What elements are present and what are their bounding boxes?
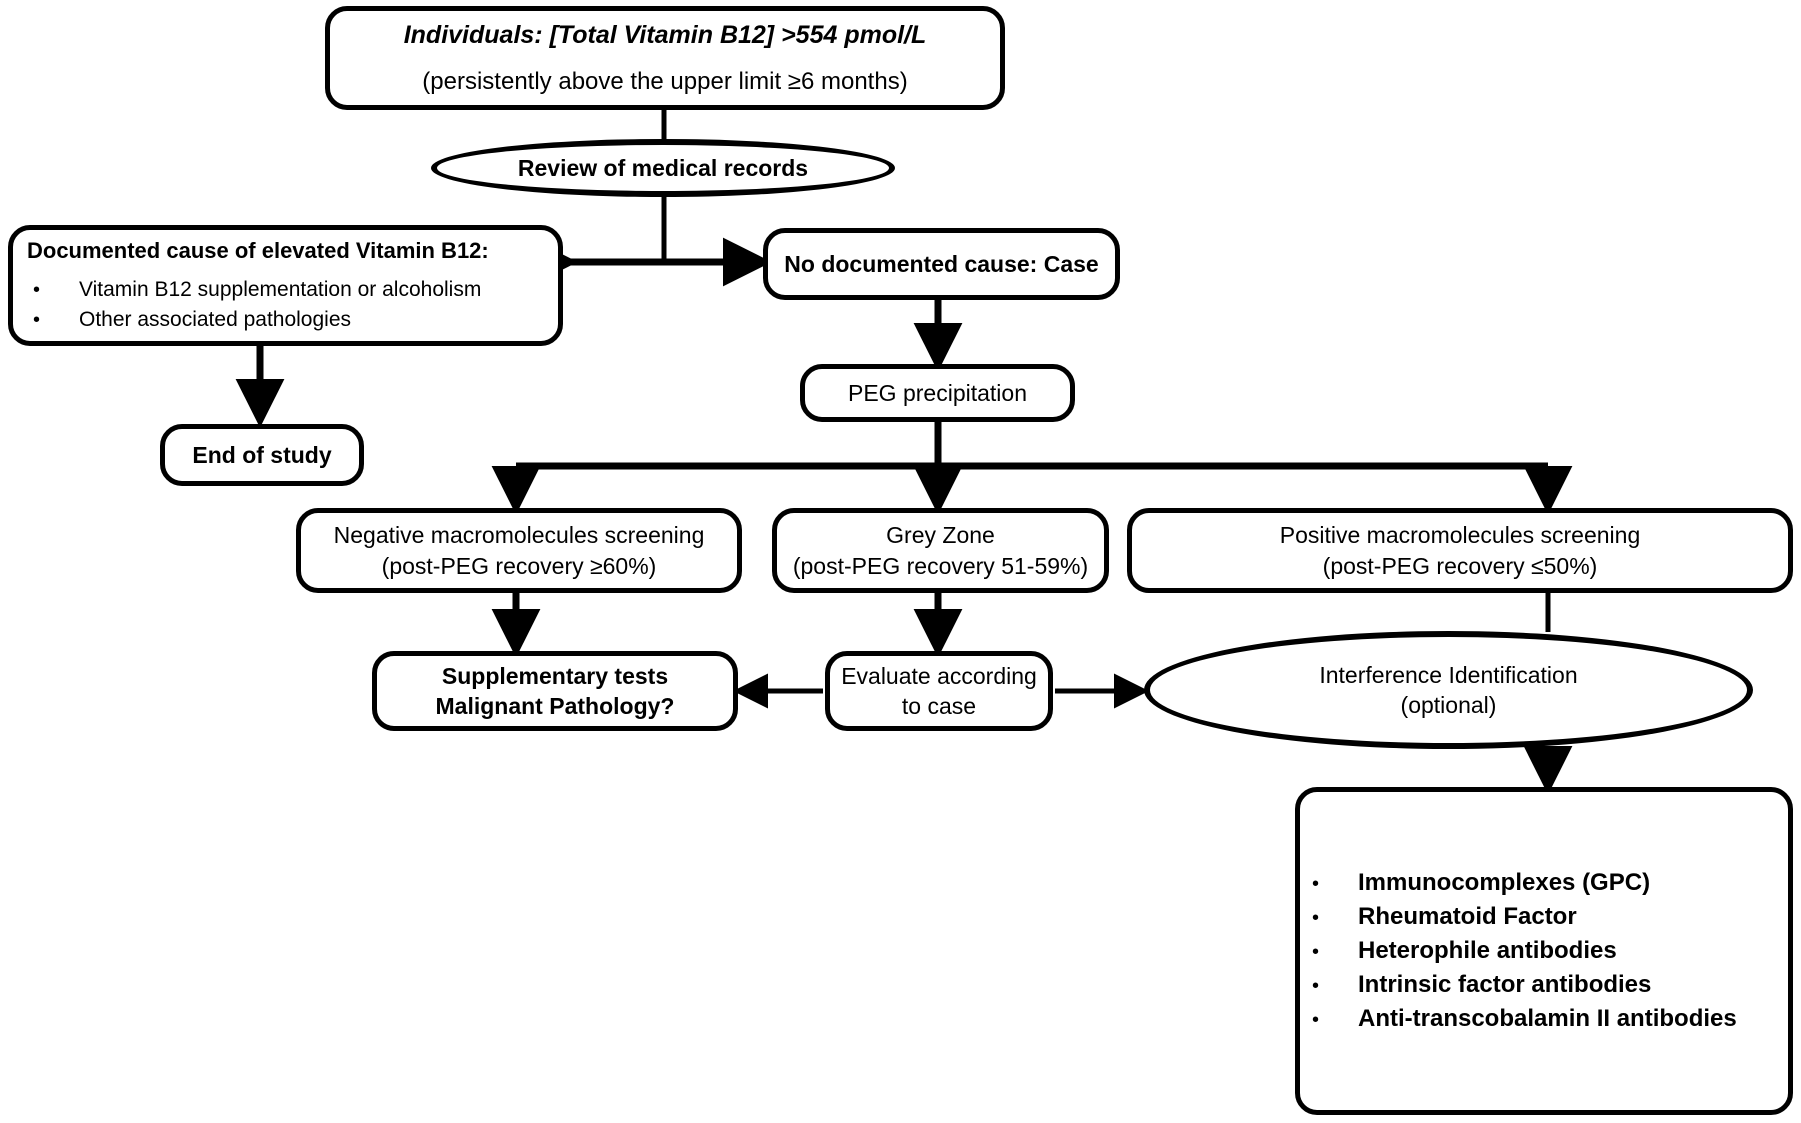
node-documented-cause: Documented cause of elevated Vitamin B12… [8,225,563,346]
positive-screening-line-2: (post-PEG recovery ≤50%) [1322,552,1598,579]
individuals-line-2: (persistently above the upper limit ≥6 m… [422,67,908,95]
bullet-icon: • [1312,872,1320,895]
node-review-records: Review of medical records [431,139,895,197]
node-evaluate-case: Evaluate according to case [825,651,1053,731]
bullet-icon: • [1312,940,1320,963]
bullet-label: Immunocomplexes (GPC) [1358,868,1651,896]
list-item: • Vitamin B12 supplementation or alcohol… [27,275,546,305]
no-documented-cause-label: No documented cause: Case [784,250,1099,277]
bullet-label: Heterophile antibodies [1358,936,1617,964]
node-positive-screening: Positive macromolecules screening (post-… [1127,508,1793,593]
peg-precipitation-label: PEG precipitation [848,379,1027,406]
bullet-icon: • [1312,906,1320,929]
node-grey-zone: Grey Zone (post-PEG recovery 51-59%) [772,508,1109,593]
bullet-icon: • [1312,1009,1320,1032]
evaluate-case-line-2: to case [901,693,977,719]
list-item: • Other associated pathologies [27,305,546,335]
documented-cause-heading: Documented cause of elevated Vitamin B12… [27,238,489,264]
evaluate-case-line-1: Evaluate according [841,662,1037,689]
supplementary-tests-line-1: Supplementary tests [441,662,669,689]
node-interference-list: • Immunocomplexes (GPC) • Rheumatoid Fac… [1295,787,1793,1115]
positive-screening-line-1: Positive macromolecules screening [1279,522,1641,549]
supplementary-tests-line-2: Malignant Pathology? [435,693,675,719]
bullet-label: Other associated pathologies [79,308,352,332]
bullet-icon: • [33,279,41,302]
grey-zone-line-2: (post-PEG recovery 51-59%) [792,552,1089,579]
list-item: • Intrinsic factor antibodies [1306,968,1778,1002]
grey-zone-line-1: Grey Zone [886,522,995,549]
interference-list-bullets: • Immunocomplexes (GPC) • Rheumatoid Fac… [1306,866,1778,1036]
bullet-icon: • [1312,975,1320,998]
node-peg-precipitation: PEG precipitation [800,364,1075,422]
list-item: • Rheumatoid Factor [1306,900,1778,934]
list-item: • Anti-transcobalamin II antibodies [1306,1002,1778,1036]
list-item: • Immunocomplexes (GPC) [1306,866,1778,900]
individuals-line-1: Individuals: [Total Vitamin B12] >554 pm… [403,20,927,49]
documented-cause-bullets: • Vitamin B12 supplementation or alcohol… [27,275,546,335]
bullet-label: Rheumatoid Factor [1358,902,1577,930]
negative-screening-line-1: Negative macromolecules screening [333,522,705,549]
bullet-label: Intrinsic factor antibodies [1358,971,1652,999]
node-no-documented-cause: No documented cause: Case [763,228,1120,300]
review-records-label: Review of medical records [517,154,809,181]
interference-identification-line-2: (optional) [1400,692,1497,718]
negative-screening-line-2: (post-PEG recovery ≥60%) [381,552,657,579]
node-negative-screening: Negative macromolecules screening (post-… [296,508,742,593]
node-end-of-study: End of study [160,424,364,486]
end-of-study-label: End of study [192,441,332,468]
bullet-icon: • [33,309,41,332]
interference-identification-line-1: Interference Identification [1319,661,1578,688]
bullet-label: Vitamin B12 supplementation or alcoholis… [79,278,482,302]
list-item: • Heterophile antibodies [1306,934,1778,968]
node-individuals: Individuals: [Total Vitamin B12] >554 pm… [325,6,1005,110]
node-interference-identification: Interference Identification (optional) [1144,631,1753,749]
node-supplementary-tests: Supplementary tests Malignant Pathology? [372,651,738,731]
bullet-label: Anti-transcobalamin II antibodies [1358,1005,1737,1033]
